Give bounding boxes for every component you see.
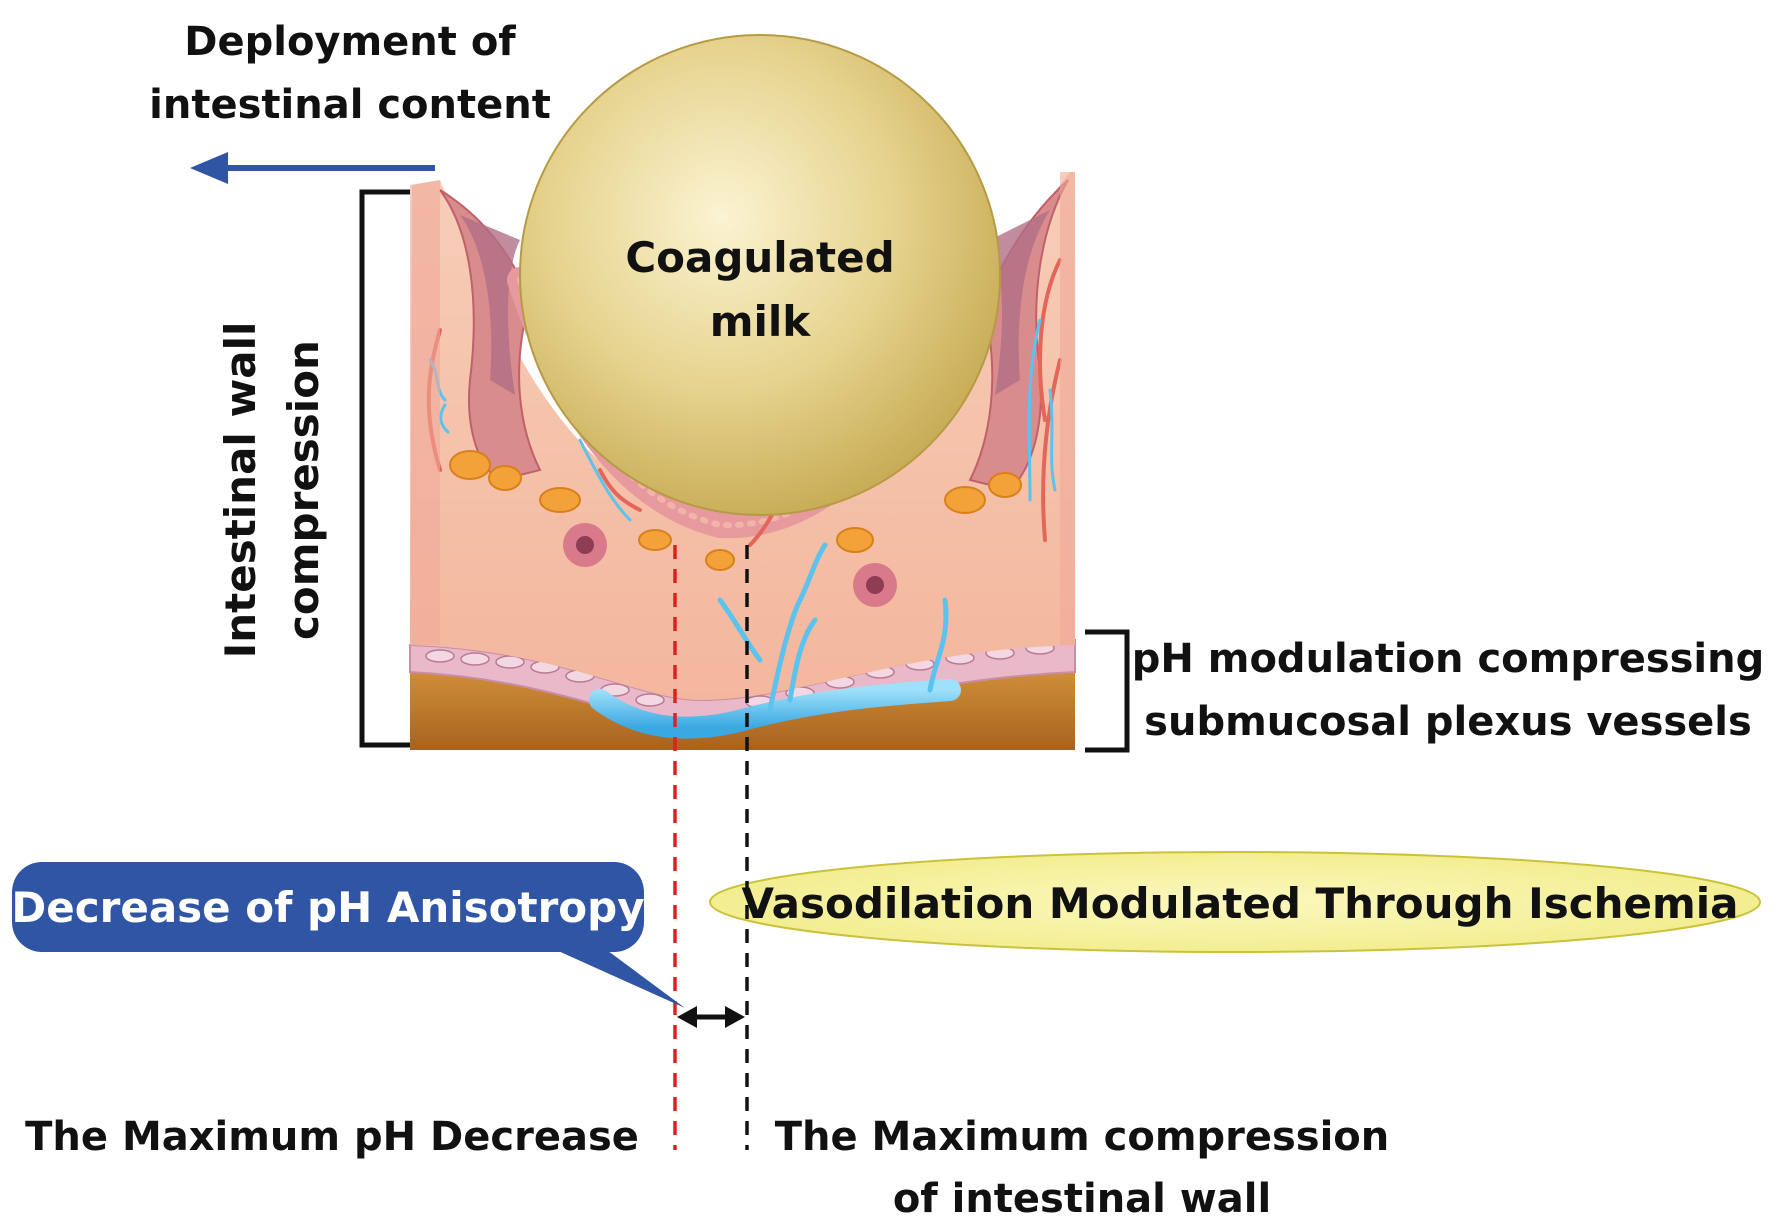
decrease-anisotropy-label: Decrease of pH Anisotropy	[11, 883, 644, 932]
submucosal-vessel	[589, 679, 961, 739]
vasodilation-ellipse	[709, 851, 1761, 953]
vasodilation-label: Vasodilation Modulated Through Ischemia	[741, 879, 1738, 928]
crypt-rosettes	[563, 523, 897, 607]
coagulated-milk-ball	[519, 34, 1001, 516]
max-compression-label-2: of intestinal wall	[893, 1176, 1271, 1222]
ascending-vessels	[717, 542, 949, 713]
max-ph-decrease-label: The Maximum pH Decrease	[25, 1114, 639, 1160]
coagulated-milk-label-1: Coagulated	[625, 233, 894, 282]
deployment-arrow-icon	[190, 152, 435, 184]
right-villus-inner	[990, 210, 1050, 395]
left-wall-edge	[410, 180, 440, 645]
deployment-label-1: Deployment of	[184, 19, 516, 65]
wall-compression-bracket	[359, 189, 410, 748]
double-headed-arrow-icon	[677, 1006, 745, 1028]
ph-modulation-bracket	[1085, 629, 1130, 753]
ph-modulation-label-1: pH modulation compressing	[1132, 636, 1765, 682]
mucosa-body	[410, 172, 1075, 700]
wall-compression-label-1: Intestinal wall	[216, 322, 265, 659]
wall-compression-label-2: compression	[279, 340, 328, 640]
coagulated-milk-label-2: milk	[710, 297, 812, 346]
decrease-anisotropy-callout	[12, 862, 685, 1008]
ph-modulation-label-2: submucosal plexus vessels	[1144, 699, 1752, 745]
left-villus-inner	[460, 215, 520, 395]
max-compression-label-1: The Maximum compression	[775, 1114, 1390, 1160]
right-wall-edge	[1060, 172, 1075, 645]
deployment-label-2: intestinal content	[149, 82, 551, 128]
lymphoid-tissue	[449, 450, 1022, 571]
